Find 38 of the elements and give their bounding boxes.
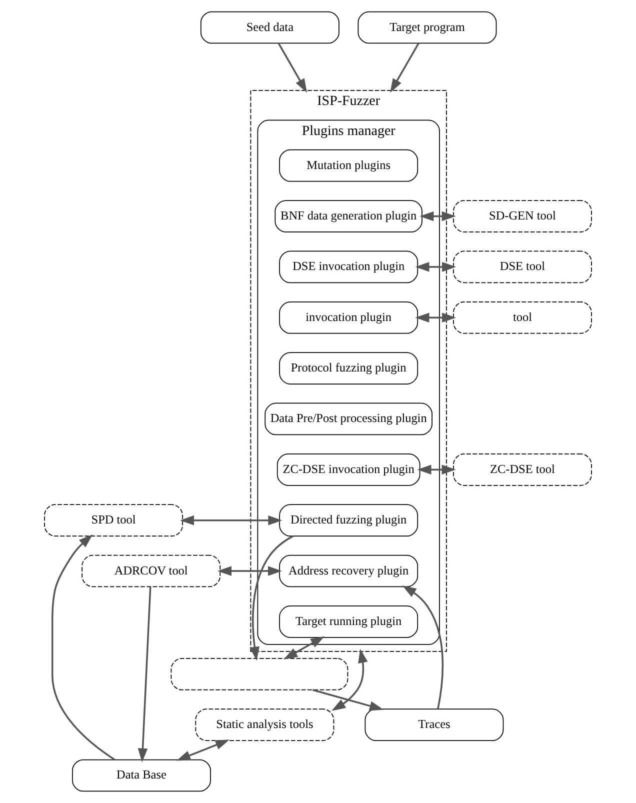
arrow xyxy=(415,262,456,272)
node-box: Directed fuzzing plugin xyxy=(279,504,418,536)
node-box: Address recovery plugin xyxy=(279,554,418,588)
arrow xyxy=(278,43,308,93)
node-box: Protocol fuzzing plugin xyxy=(279,352,418,384)
node-box: Traces xyxy=(364,708,504,741)
node-box xyxy=(170,658,348,690)
node-box: Target running plugin xyxy=(279,606,418,638)
arrow xyxy=(180,515,282,526)
node-box: BNF data generation plugin xyxy=(274,200,422,232)
arrow xyxy=(138,586,152,762)
node-box: Static analysis tools xyxy=(195,708,334,741)
arrow xyxy=(417,464,456,475)
node-box: Data Base xyxy=(72,759,211,792)
node-box: invocation plugin xyxy=(279,301,418,334)
node-box: ZC-DSE tool xyxy=(453,454,592,486)
node-box: Seed data xyxy=(200,11,340,44)
node-box: Target program xyxy=(358,11,497,44)
node-box: ADRCOV tool xyxy=(82,554,221,588)
node-box: DSE tool xyxy=(453,250,592,284)
node-box: SPD tool xyxy=(44,504,183,536)
arrow xyxy=(284,636,325,660)
arrow xyxy=(390,43,420,93)
node-box: Data Pre/Post processing plugin xyxy=(264,402,432,436)
arrow xyxy=(312,689,384,711)
node-box: SD-GEN tool xyxy=(453,200,592,232)
node-box: DSE invocation plugin xyxy=(279,250,418,284)
node-box: Mutation plugins xyxy=(279,149,418,182)
arrow xyxy=(415,312,456,323)
arrow xyxy=(250,535,294,661)
arrow xyxy=(332,648,368,711)
node-box: ZC-DSE invocation plugin xyxy=(276,454,420,486)
node-box: tool xyxy=(453,301,592,334)
arrow xyxy=(402,585,444,710)
arrow xyxy=(420,211,456,222)
arrow xyxy=(176,740,230,761)
arrow xyxy=(218,566,282,576)
arrow xyxy=(51,534,116,760)
